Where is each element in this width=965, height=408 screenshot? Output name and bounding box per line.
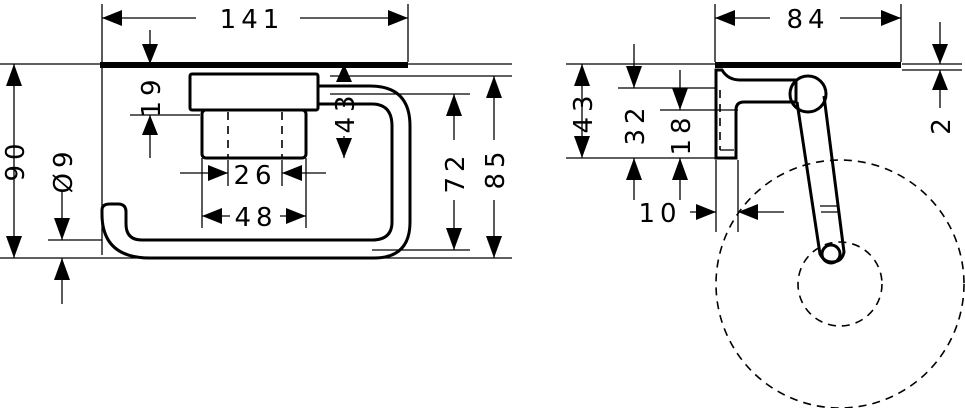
dim-18: 18 [667, 112, 697, 155]
dim-48: 48 [234, 203, 277, 233]
side-wall-plate [715, 62, 901, 68]
dim-32: 32 [621, 102, 651, 145]
front-housing [188, 72, 320, 112]
dim-43-side: 43 [569, 90, 599, 133]
dim-141: 141 [220, 5, 285, 35]
front-wall-plate [100, 62, 408, 68]
dim-72: 72 [441, 150, 471, 193]
dim-84: 84 [786, 5, 829, 35]
side-paper-roll [715, 159, 965, 408]
dim-diameter-9: Ø9 [49, 146, 79, 193]
dim-43-front: 43 [331, 90, 361, 133]
dim-19: 19 [137, 74, 167, 117]
front-view: 141 90 Ø9 19 43 72 85 [0, 4, 512, 304]
dim-26: 26 [233, 161, 276, 191]
side-bracket [714, 68, 798, 160]
dim-90: 90 [1, 138, 31, 181]
front-hook-arm [100, 84, 412, 260]
front-neck [200, 108, 308, 160]
side-pivot [788, 74, 828, 114]
dim-10: 10 [638, 199, 681, 229]
side-arm [795, 95, 846, 264]
side-view: 84 43 32 18 2 10 [566, 4, 965, 408]
dim-2: 2 [927, 113, 957, 135]
side-roll-core [797, 241, 883, 327]
dim-85: 85 [481, 146, 511, 189]
